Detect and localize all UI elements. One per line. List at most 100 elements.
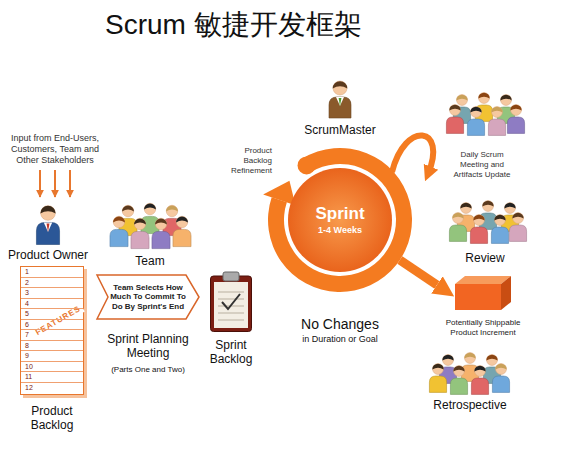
person-head bbox=[511, 105, 522, 116]
person-head bbox=[479, 93, 490, 104]
label-wrap: Input from End-Users, Customers, Team an… bbox=[1, 133, 109, 166]
refinement-note: Product Backlog Refinement bbox=[218, 146, 272, 176]
person-body bbox=[488, 119, 505, 135]
person-body bbox=[429, 376, 446, 392]
person-hair bbox=[113, 216, 125, 222]
sprint-text-wrap: Sprint1-4 Weeks bbox=[290, 204, 390, 236]
person-figure bbox=[509, 213, 526, 242]
person-hair bbox=[333, 81, 348, 88]
person-hair bbox=[453, 366, 464, 372]
person-figure bbox=[467, 107, 484, 136]
person-head bbox=[443, 355, 454, 366]
person-hair bbox=[504, 203, 515, 209]
person-head bbox=[144, 203, 155, 214]
paper-line bbox=[218, 299, 244, 300]
box-front bbox=[455, 284, 501, 310]
clipboard-board bbox=[211, 276, 252, 332]
person-head bbox=[134, 218, 145, 229]
paper-line bbox=[218, 313, 244, 314]
person-head bbox=[41, 206, 56, 221]
person-figure bbox=[152, 218, 170, 248]
person-head bbox=[471, 107, 482, 118]
caption-wrap: Sprint Backlog bbox=[201, 338, 261, 366]
title-wrap: Scrum 敏捷开发框架 bbox=[105, 8, 362, 42]
node-caption: Potentially Shippable Product Increment bbox=[444, 318, 522, 338]
person-hair bbox=[449, 105, 460, 111]
person-hair bbox=[478, 93, 489, 99]
caption-wrap: Potentially Shippable Product Increment bbox=[444, 318, 522, 338]
chevron-text-wrap: Team Selects How Much To Commit To Do By… bbox=[110, 283, 186, 312]
backlog-row-number: 5 bbox=[21, 309, 83, 320]
person-figure bbox=[488, 107, 505, 136]
person-hair bbox=[122, 205, 134, 211]
sprint-backlog-clipboard: Sprint Backlog bbox=[210, 272, 252, 332]
clipboard-shape bbox=[210, 272, 252, 332]
person-hair bbox=[470, 107, 481, 113]
person-body bbox=[507, 117, 524, 133]
sprint-text: 1-4 Weeks bbox=[290, 224, 390, 236]
row-wrap: 123456789101112 bbox=[21, 267, 83, 393]
paper-line bbox=[218, 320, 244, 321]
label-wrap: Daily Scrum Meeting and Artifacts Update bbox=[447, 150, 517, 180]
caption-wrap: Product Backlog bbox=[16, 404, 88, 432]
rule-heading: No Changes bbox=[270, 316, 410, 333]
person-hair bbox=[495, 364, 506, 370]
role-label: Product Owner bbox=[0, 248, 96, 262]
person-body bbox=[470, 227, 487, 243]
increment-box: Potentially Shippable Product Increment bbox=[455, 284, 501, 310]
person-tie bbox=[339, 98, 342, 106]
person-hair bbox=[460, 203, 471, 209]
person-body bbox=[449, 225, 466, 241]
person-body bbox=[110, 229, 128, 246]
ring-start-dot bbox=[298, 156, 316, 174]
person-hair bbox=[432, 364, 443, 370]
person-head bbox=[461, 203, 472, 214]
role-label: ScrumMaster bbox=[290, 123, 390, 137]
input-arrow bbox=[39, 170, 41, 197]
person-body bbox=[329, 97, 351, 118]
person-hair bbox=[134, 218, 146, 224]
sprint-ring bbox=[268, 148, 412, 292]
person-figure bbox=[131, 218, 149, 248]
person-head bbox=[122, 205, 133, 216]
backlog-row-number: 3 bbox=[21, 288, 83, 299]
planning-caption: (Parts One and Two) bbox=[88, 365, 208, 375]
page-title: Scrum 敏捷开发框架 bbox=[105, 8, 362, 42]
person-body bbox=[492, 376, 509, 392]
backlog-row-number: 11 bbox=[21, 372, 83, 383]
label-wrap: Review bbox=[445, 251, 525, 265]
person-figure bbox=[329, 81, 351, 118]
sprint-disk bbox=[288, 168, 392, 272]
increment-box-shape bbox=[455, 284, 501, 310]
person-head bbox=[113, 216, 124, 227]
person-figure bbox=[470, 215, 487, 244]
backlog-row-number: 9 bbox=[21, 351, 83, 362]
person-head bbox=[513, 213, 524, 224]
person-body bbox=[491, 227, 508, 243]
role-label: Team bbox=[115, 254, 185, 268]
person-head bbox=[457, 95, 468, 106]
label-wrap: in Duration or Goal bbox=[270, 334, 410, 345]
ring-arrowhead bbox=[263, 181, 295, 205]
backlog-list: 123456789101112FEATURESProduct Backlog bbox=[20, 266, 84, 395]
person-head bbox=[166, 205, 177, 216]
person-hair bbox=[452, 213, 463, 219]
backlog-row-number: 12 bbox=[21, 383, 83, 394]
person-hair bbox=[474, 366, 485, 372]
person-head bbox=[450, 105, 461, 116]
person-head bbox=[496, 364, 507, 375]
person-collar bbox=[44, 222, 52, 231]
backlog-row-number: 2 bbox=[21, 278, 83, 289]
label-wrap: Product Owner bbox=[0, 248, 96, 262]
paper-line bbox=[218, 292, 244, 293]
person-head bbox=[465, 353, 476, 364]
person-figure bbox=[429, 364, 446, 393]
person-hair bbox=[486, 355, 497, 361]
person-figure bbox=[173, 216, 191, 246]
flow-arrow bbox=[400, 260, 437, 285]
chevron-text: Team Selects How Much To Commit To Do By… bbox=[110, 283, 186, 312]
label-wrap: Retrospective bbox=[415, 398, 525, 412]
backlog-row-number: 1 bbox=[21, 267, 83, 278]
person-body bbox=[450, 378, 467, 394]
person-head bbox=[176, 216, 187, 227]
